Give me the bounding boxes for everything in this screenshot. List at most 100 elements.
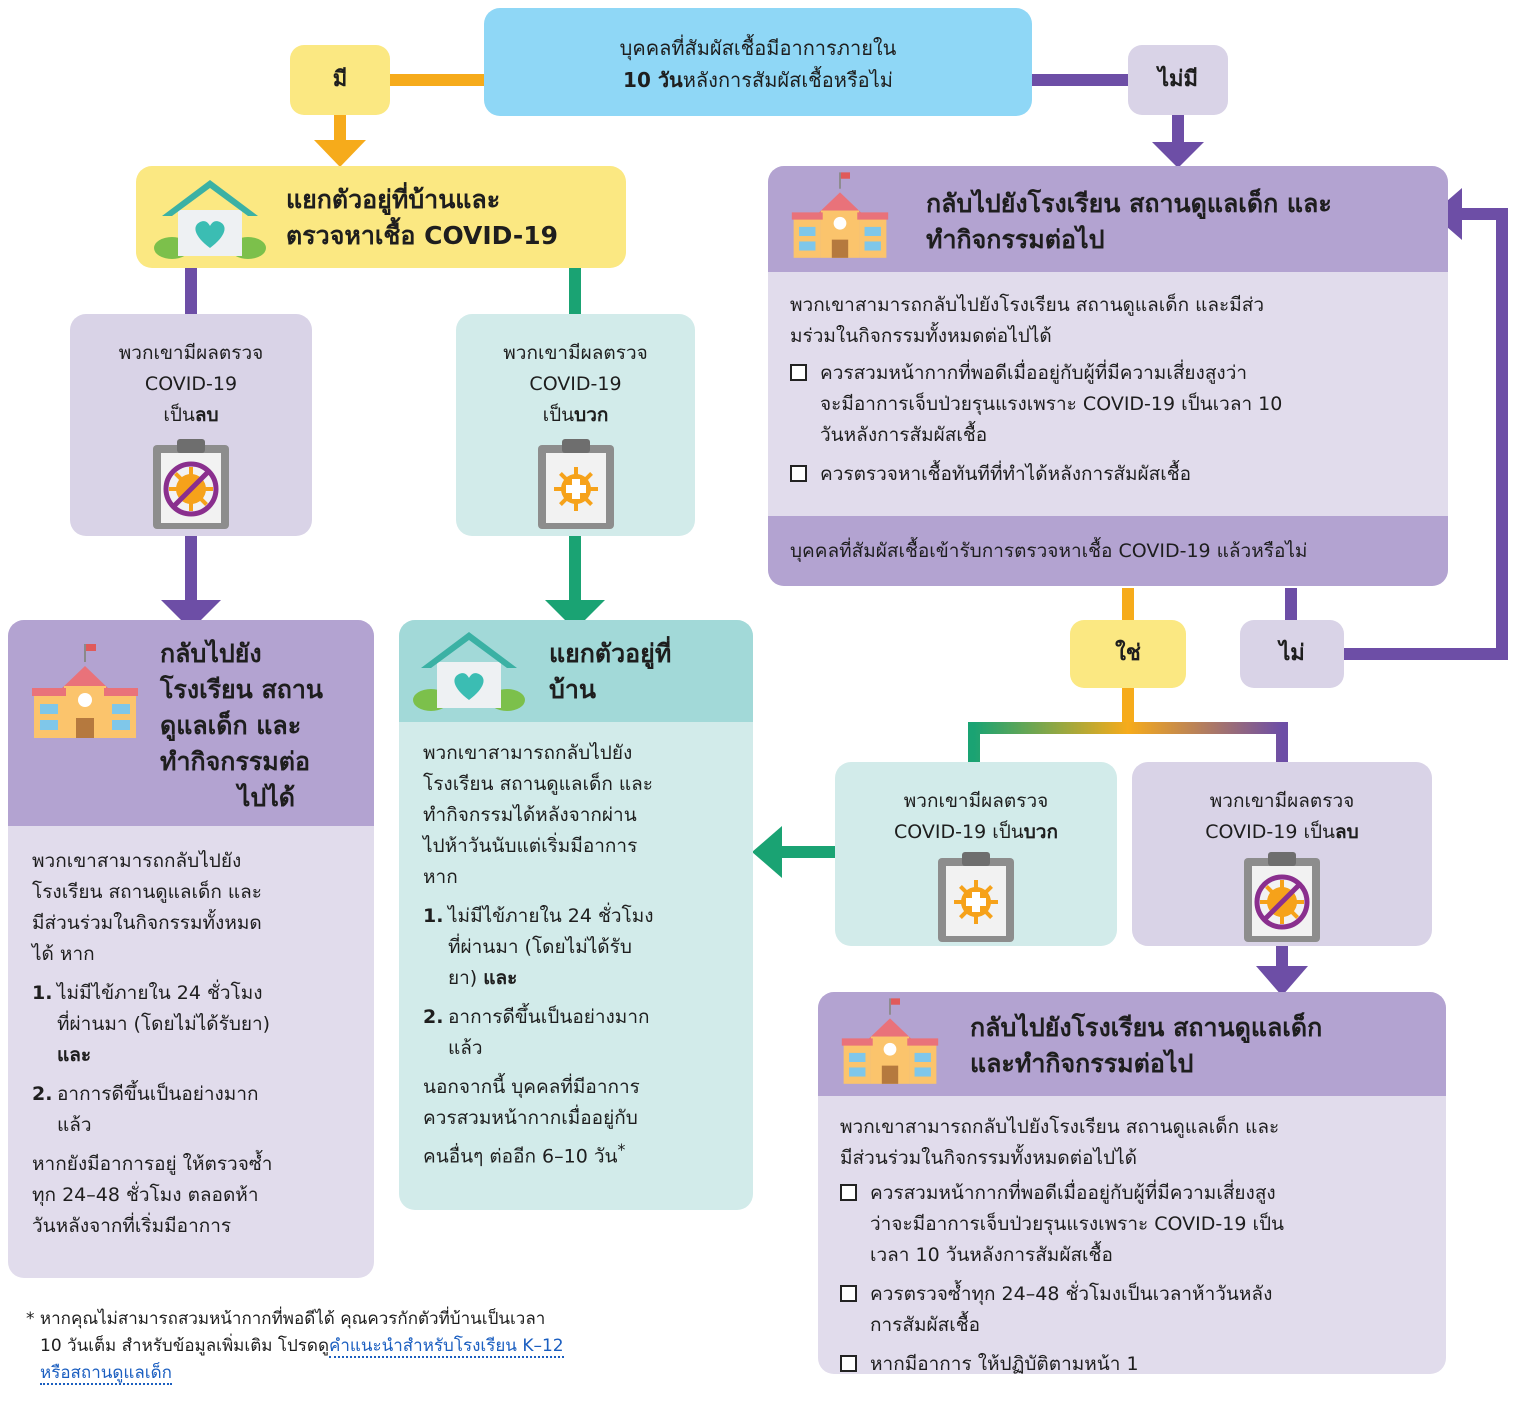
- return-bottom-intro-2: มีส่วนร่วมในกิจกรรมทั้งหมดต่อไปได้: [840, 1147, 1137, 1169]
- footnote-line-2: 10 วันเต็ม สำหรับข้อมูลเพิ่มเติม โปรดดู: [40, 1336, 329, 1356]
- list-item: 1. ไม่มีไข้ภายใน 24 ชั่วโมง ที่ผ่านมา (โ…: [32, 982, 271, 1066]
- return-left-intro-4: ได้ หาก: [32, 943, 95, 965]
- isolate-mid-intro-3: ทำกิจกรรมได้หลังจากผ่าน: [423, 804, 637, 826]
- isolate-mid-intro-2: โรงเรียน สถานดูแลเด็ก และ: [423, 773, 654, 795]
- no-label-right: ไม่: [1240, 620, 1344, 688]
- neg-right-line-1: พวกเขามีผลตรวจ: [1209, 790, 1355, 812]
- return-left-outro-1: หากยังมีอาการอยู่ ให้ตรวจซ้ำ: [32, 1153, 273, 1175]
- isolate-mid-intro-1: พวกเขาสามารถกลับไปยัง: [423, 742, 633, 764]
- home-heart-icon: [413, 632, 525, 711]
- positive-result-box-right: พวกเขามีผลตรวจ COVID-19 เป็นบวก: [835, 762, 1117, 946]
- isolate-mid-title-2: บ้าน: [549, 675, 596, 704]
- neg-left-line-1: พวกเขามีผลตรวจ: [118, 342, 264, 364]
- negative-result-box-left: พวกเขามีผลตรวจ COVID-19 เป็นลบ: [70, 314, 312, 536]
- return-top-title-2: ทำกิจกรรมต่อไป: [926, 225, 1105, 254]
- question-line-2: หลังการสัมผัสเชื้อหรือไม่: [682, 68, 893, 92]
- neg-left-line-2: COVID-19: [144, 373, 238, 395]
- return-top-checklist: ควรสวมหน้ากากที่พอดีเมื่ออยู่กับผู้ที่มี…: [790, 358, 1440, 490]
- isolate-and-test-box: แยกตัวอยู่ที่บ้านและ ตรวจหาเชื้อ COVID-1…: [136, 166, 626, 268]
- checkbox-icon: [790, 364, 807, 381]
- list-item: หากมีอาการ ให้ปฏิบัติตามหน้า 1: [840, 1349, 1440, 1374]
- return-left-intro-3: มีส่วนร่วมในกิจกรรมทั้งหมด: [32, 912, 262, 934]
- return-to-school-top-right: กลับไปยังโรงเรียน สถานดูแลเด็ก และ ทำกิจ…: [768, 166, 1448, 586]
- footnote-mark: *: [617, 1140, 626, 1159]
- return-to-school-bottom-right: กลับไปยังโรงเรียน สถานดูแลเด็ก และทำกิจก…: [818, 992, 1446, 1374]
- checkbox-icon: [840, 1285, 857, 1302]
- pos-mid-line-2: COVID-19: [529, 373, 622, 395]
- checkbox-icon: [840, 1355, 857, 1372]
- list-item: ควรตรวจซ้ำทุก 24–48 ชั่วโมงเป็นเวลาห้าวั…: [840, 1279, 1440, 1341]
- return-top-intro-2: มร่วมในกิจกรรมทั้งหมดต่อไปได้: [790, 325, 1052, 347]
- return-left-title-2: โรงเรียน สถาน: [160, 675, 324, 704]
- pos-mid-line-1: พวกเขามีผลตรวจ: [503, 342, 648, 364]
- tested-question: บุคคลที่สัมผัสเชื้อเข้ารับการตรวจหาเชื้อ…: [790, 540, 1308, 562]
- negative-test-clipboard-icon: [153, 439, 229, 529]
- home-heart-icon: [154, 180, 266, 259]
- isolate-test-title-1: แยกตัวอยู่ที่บ้านและ: [286, 185, 501, 214]
- return-left-title-3: ดูแลเด็ก และ: [160, 711, 302, 740]
- checkbox-icon: [790, 465, 807, 482]
- yes-label-text: มี: [332, 67, 348, 92]
- return-left-conditions: 1. ไม่มีไข้ภายใน 24 ชั่วโมง ที่ผ่านมา (โ…: [32, 978, 362, 1141]
- pos-right-prefix: COVID-19 เป็น: [894, 821, 1024, 843]
- symptoms-question-box: บุคคลที่สัมผัสเชื้อมีอาการภายใน 10 วันหล…: [484, 8, 1032, 116]
- neg-right-prefix: COVID-19 เป็น: [1205, 821, 1335, 843]
- return-left-title-4: ทำกิจกรรมต่อ: [160, 747, 311, 776]
- positive-test-clipboard-icon: [537, 439, 614, 529]
- list-item: ควรสวมหน้ากากที่พอดีเมื่ออยู่กับผู้ที่มี…: [790, 358, 1440, 451]
- footnote: * หากคุณไม่สามารถสวมหน้ากากที่พอดีได้ คุ…: [26, 1306, 756, 1387]
- guidance-link[interactable]: คำแนะนำสำหรับโรงเรียน K–12: [328, 1336, 564, 1358]
- footnote-asterisk: *: [26, 1309, 35, 1329]
- guidance-link-continued[interactable]: หรือสถานดูแลเด็ก: [40, 1363, 172, 1385]
- isolate-test-title-2: ตรวจหาเชื้อ COVID-19: [286, 221, 559, 250]
- return-bottom-title-2: และทำกิจกรรมต่อไป: [970, 1049, 1194, 1078]
- return-to-school-left: กลับไปยัง โรงเรียน สถาน ดูแลเด็ก และ ทำก…: [8, 620, 374, 1278]
- neg-left-result: ลบ: [194, 404, 219, 426]
- list-item: ควรสวมหน้ากากที่พอดีเมื่ออยู่กับผู้ที่มี…: [840, 1178, 1440, 1271]
- list-item: 2. อาการดีขึ้นเป็นอย่างมาก แล้ว: [32, 1083, 259, 1136]
- isolate-mid-outro-3: คนอื่นๆ ต่ออีก 6–10 วัน: [423, 1145, 618, 1168]
- question-line-1: บุคคลที่สัมผัสเชื้อมีอาการภายใน: [619, 36, 897, 60]
- yes-label-right: ใช่: [1070, 620, 1186, 688]
- yes-label-top: มี: [290, 45, 390, 115]
- isolate-mid-intro-5: หาก: [423, 866, 458, 888]
- return-left-intro-2: โรงเรียน สถานดูแลเด็ก และ: [32, 881, 263, 903]
- neg-right-result: ลบ: [1335, 821, 1359, 843]
- return-bottom-title-1: กลับไปยังโรงเรียน สถานดูแลเด็ก: [970, 1013, 1323, 1042]
- return-left-outro-3: วันหลังจากที่เริ่มมีอาการ: [32, 1215, 232, 1237]
- return-bottom-intro-1: พวกเขาสามารถกลับไปยังโรงเรียน สถานดูแลเด…: [840, 1116, 1280, 1138]
- school-building-icon: [32, 644, 138, 738]
- negative-result-box-right: พวกเขามีผลตรวจ COVID-19 เป็นลบ: [1132, 762, 1432, 946]
- return-left-title-1: กลับไปยัง: [160, 639, 262, 668]
- return-left-title-5: ไปได้: [237, 783, 296, 812]
- positive-result-box-mid: พวกเขามีผลตรวจ COVID-19 เป็นบวก: [456, 314, 695, 536]
- neg-left-prefix: เป็น: [163, 404, 195, 426]
- list-item: 1. ไม่มีไข้ภายใน 24 ชั่วโมง ที่ผ่านมา (โ…: [423, 905, 654, 989]
- isolate-mid-conditions: 1. ไม่มีไข้ภายใน 24 ชั่วโมง ที่ผ่านมา (โ…: [423, 901, 743, 1064]
- school-building-icon: [791, 172, 889, 258]
- question-bold-days: 10 วัน: [623, 68, 683, 92]
- positive-test-clipboard-icon: [938, 852, 1014, 942]
- negative-test-clipboard-icon: [1244, 852, 1320, 942]
- isolate-at-home-mid: แยกตัวอยู่ที่ บ้าน พวกเขาสามารถกลับไปยัง…: [399, 620, 753, 1210]
- checkbox-icon: [840, 1184, 857, 1201]
- return-top-title-1: กลับไปยังโรงเรียน สถานดูแลเด็ก และ: [926, 189, 1332, 218]
- no-label-text: ไม่มี: [1157, 67, 1199, 92]
- return-left-outro-2: ทุก 24–48 ชั่วโมง ตลอดห้า: [32, 1184, 259, 1206]
- isolate-mid-outro-2: ควรสวมหน้ากากเมื่ออยู่กับ: [423, 1107, 638, 1129]
- list-item: 2. อาการดีขึ้นเป็นอย่างมาก แล้ว: [423, 1006, 650, 1059]
- return-top-intro-1: พวกเขาสามารถกลับไปยังโรงเรียน สถานดูแลเด…: [790, 294, 1265, 316]
- pos-mid-result: บวก: [574, 404, 609, 426]
- pos-right-line-1: พวกเขามีผลตรวจ: [903, 790, 1049, 812]
- no-label-top: ไม่มี: [1128, 45, 1228, 115]
- pos-mid-prefix: เป็น: [542, 404, 575, 426]
- list-item: ควรตรวจหาเชื้อทันทีที่ทำได้หลังการสัมผัส…: [790, 459, 1440, 490]
- footnote-line-1: หากคุณไม่สามารถสวมหน้ากากที่พอดีได้ คุณค…: [39, 1309, 546, 1329]
- pos-right-result: บวก: [1023, 821, 1058, 843]
- return-left-intro-1: พวกเขาสามารถกลับไปยัง: [32, 850, 242, 872]
- isolate-mid-title-1: แยกตัวอยู่ที่: [549, 639, 672, 668]
- isolate-mid-outro-1: นอกจากนี้ บุคคลที่มีอาการ: [423, 1076, 640, 1098]
- isolate-mid-intro-4: ไปห้าวันนับแต่เริ่มมีอาการ: [423, 835, 638, 857]
- school-building-icon: [841, 998, 939, 1084]
